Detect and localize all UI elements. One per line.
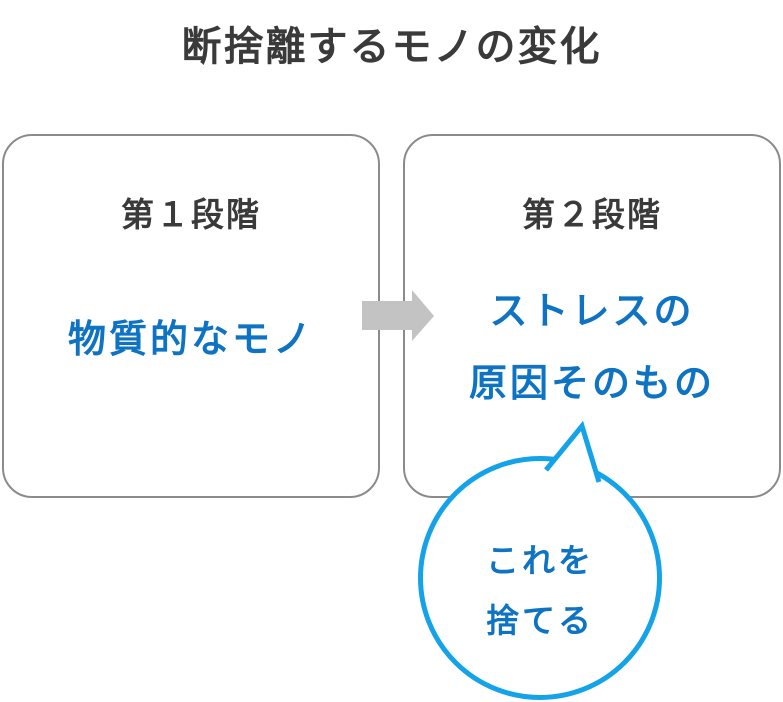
bubble-line2: 捨てる [486, 602, 594, 639]
bubble-line1: これを [486, 542, 594, 579]
stage1-label: 第１段階 [121, 196, 261, 233]
diagram-title: 断捨離するモノの変化 [181, 25, 602, 69]
stage2-label: 第２段階 [522, 196, 662, 233]
stage2-box: 第２段階 ストレスの 原因そのもの [403, 134, 781, 498]
speech-bubble: これを 捨てる [418, 456, 662, 700]
stage2-value-line1: ストレスの [489, 291, 695, 333]
stage2-value-line2: 原因そのもの [468, 363, 715, 405]
stage2-value: ストレスの 原因そのもの [405, 276, 779, 420]
stage1-value: 物質的なモノ [67, 319, 314, 361]
stage1-box: 第１段階 物質的なモノ [2, 134, 380, 498]
speech-bubble-text: これを 捨てる [423, 531, 657, 651]
